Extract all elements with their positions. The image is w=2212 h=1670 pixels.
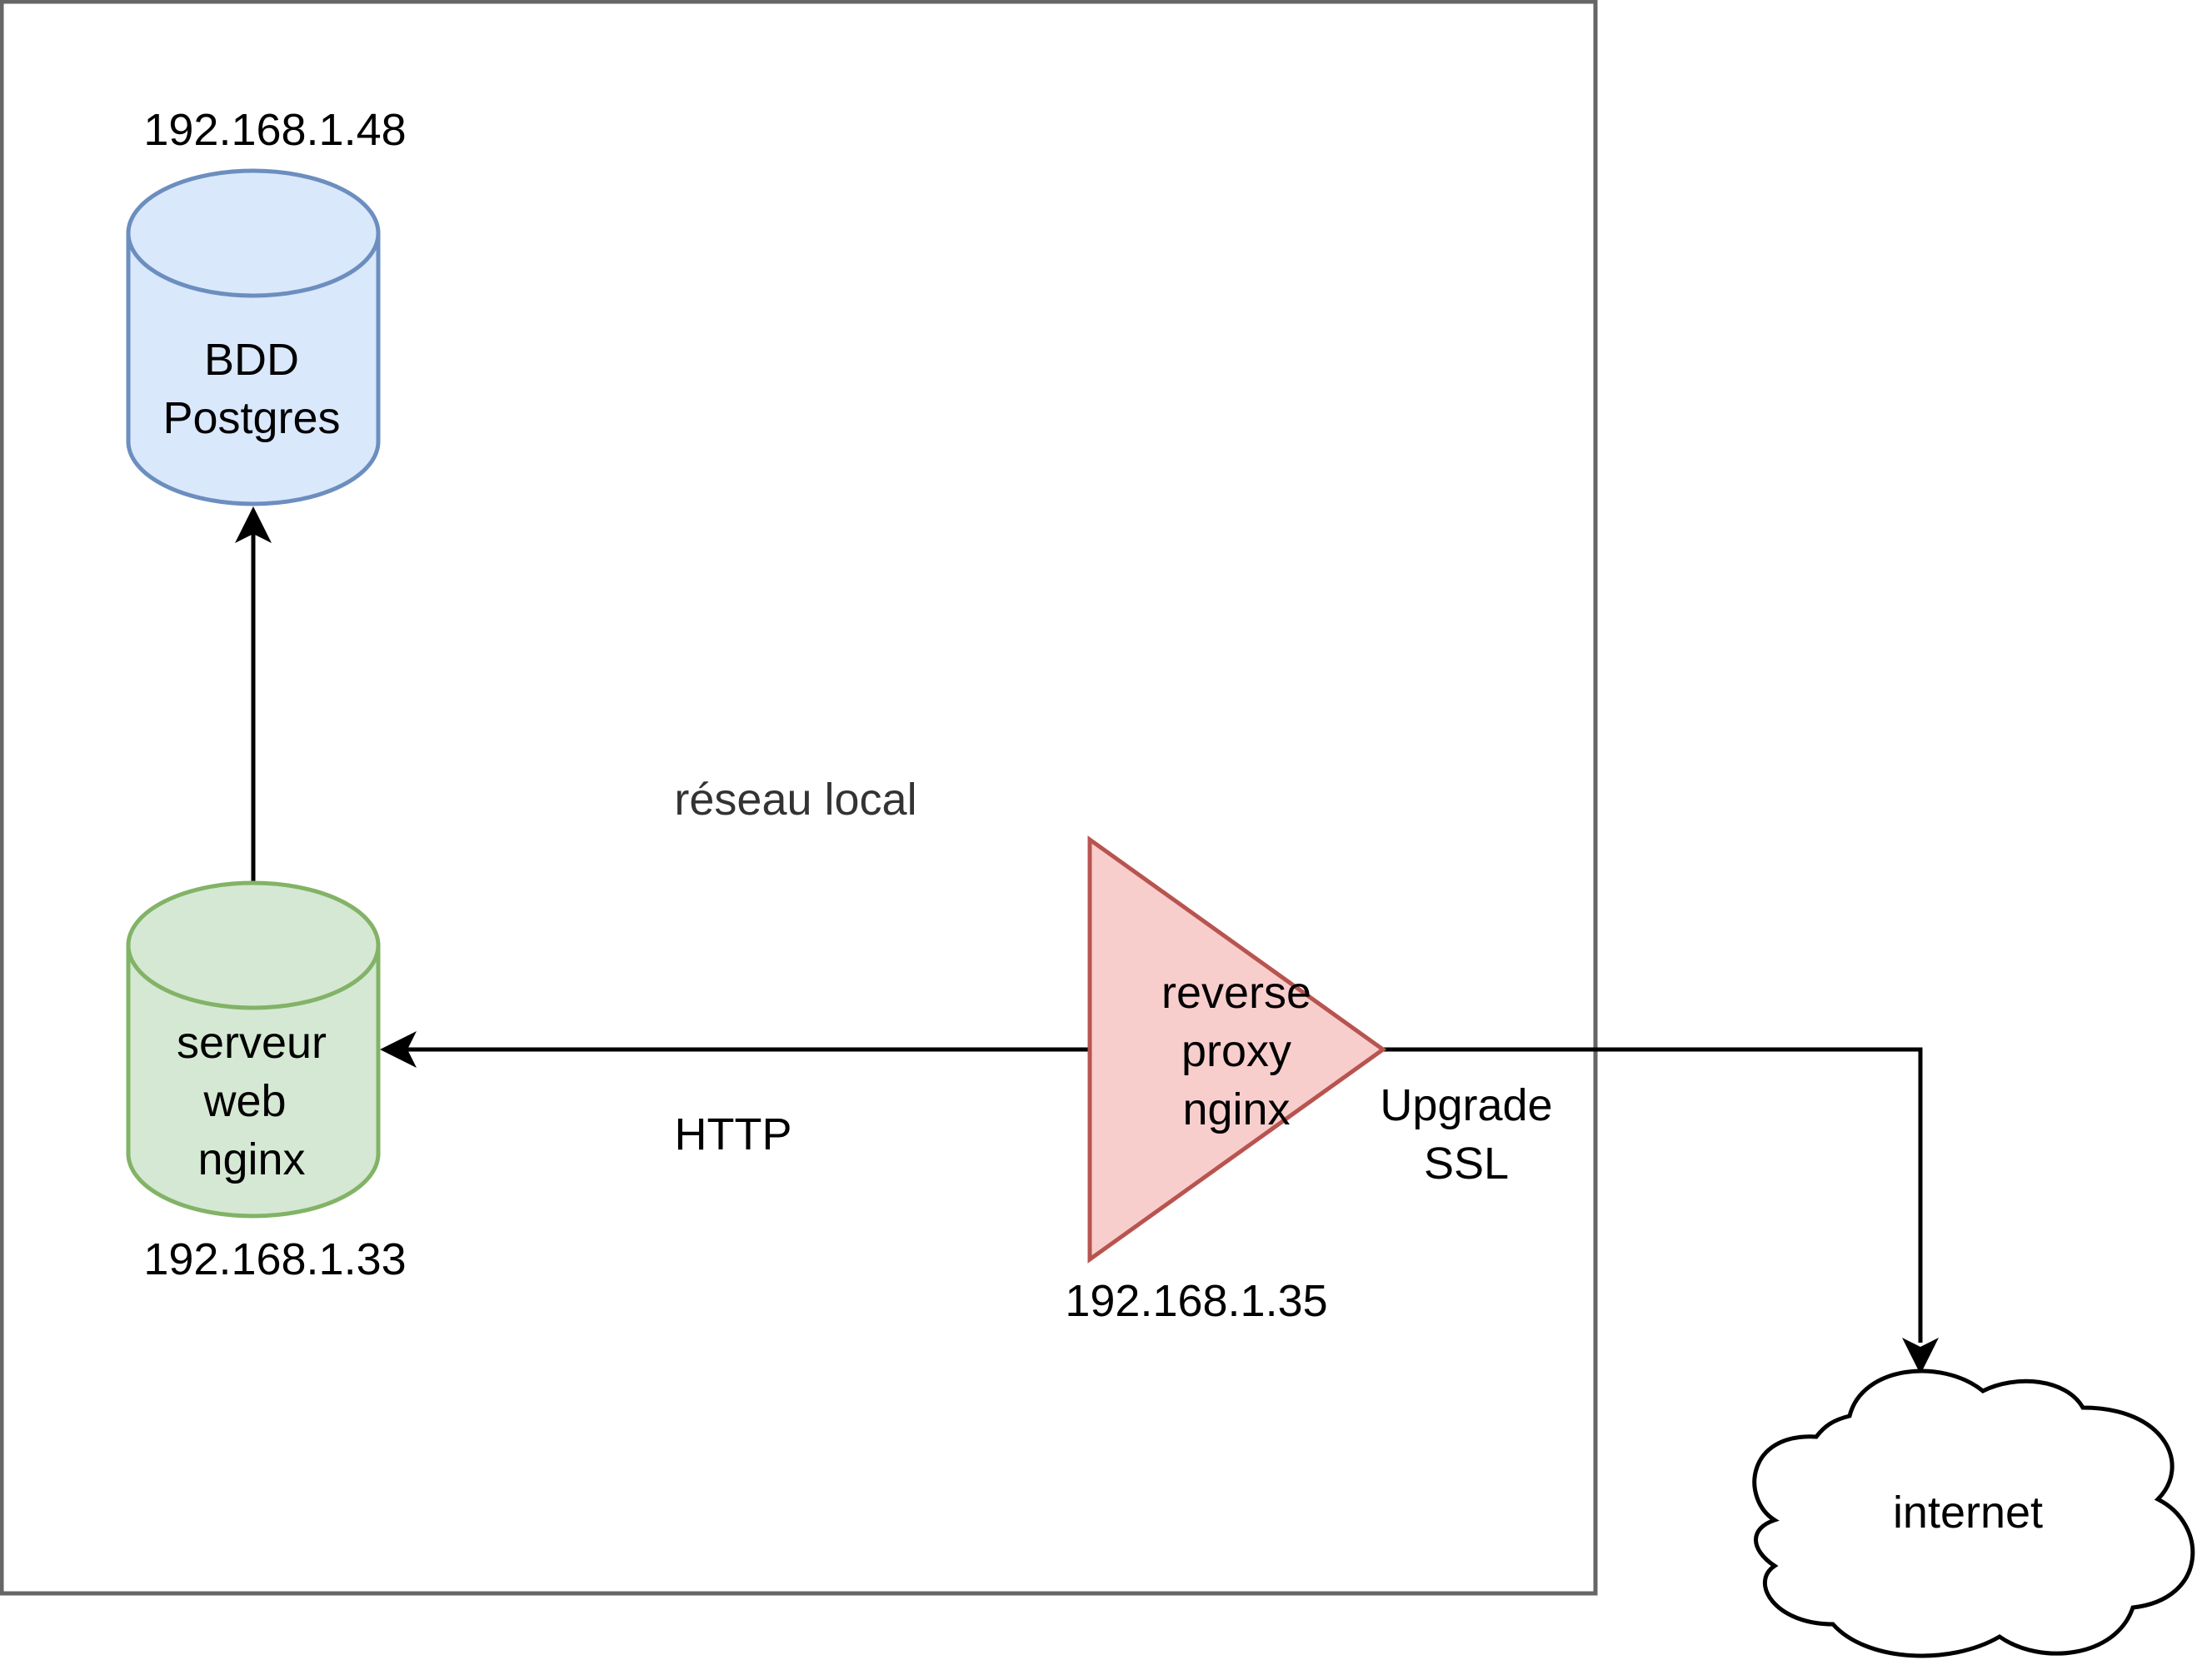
edge-proxy-to-internet [1383,1047,1939,1374]
web-server-label-line1: serveur [177,1018,327,1068]
database-label-line2: Postgres [162,393,340,443]
database-node [126,168,381,506]
edge-label-upgrade: Upgrade [1380,1080,1552,1130]
web-server-node [126,880,381,1219]
database-label-line1: BDD [204,335,299,385]
web-server-label-line3: nginx [197,1134,305,1184]
network-label: réseau local [674,775,916,825]
edge-proxy-to-web [380,1031,1090,1068]
database-ip: 192.168.1.48 [143,105,406,155]
edge-label-http: HTTP [675,1109,792,1159]
edge-label-ssl: SSL [1424,1139,1509,1189]
reverse-proxy-label-line3: nginx [1182,1084,1290,1134]
web-server-label-line2: web [202,1076,286,1126]
internet-label: internet [1893,1488,2043,1538]
web-server-ip: 192.168.1.33 [143,1234,406,1284]
reverse-proxy-node [1087,835,1387,1264]
reverse-proxy-ip: 192.168.1.35 [1065,1276,1327,1326]
internet-cloud [1752,1368,2195,1658]
edge-web-to-database [235,506,272,881]
reverse-proxy-label-line1: reverse [1161,968,1311,1018]
reverse-proxy-label-line2: proxy [1181,1026,1291,1076]
